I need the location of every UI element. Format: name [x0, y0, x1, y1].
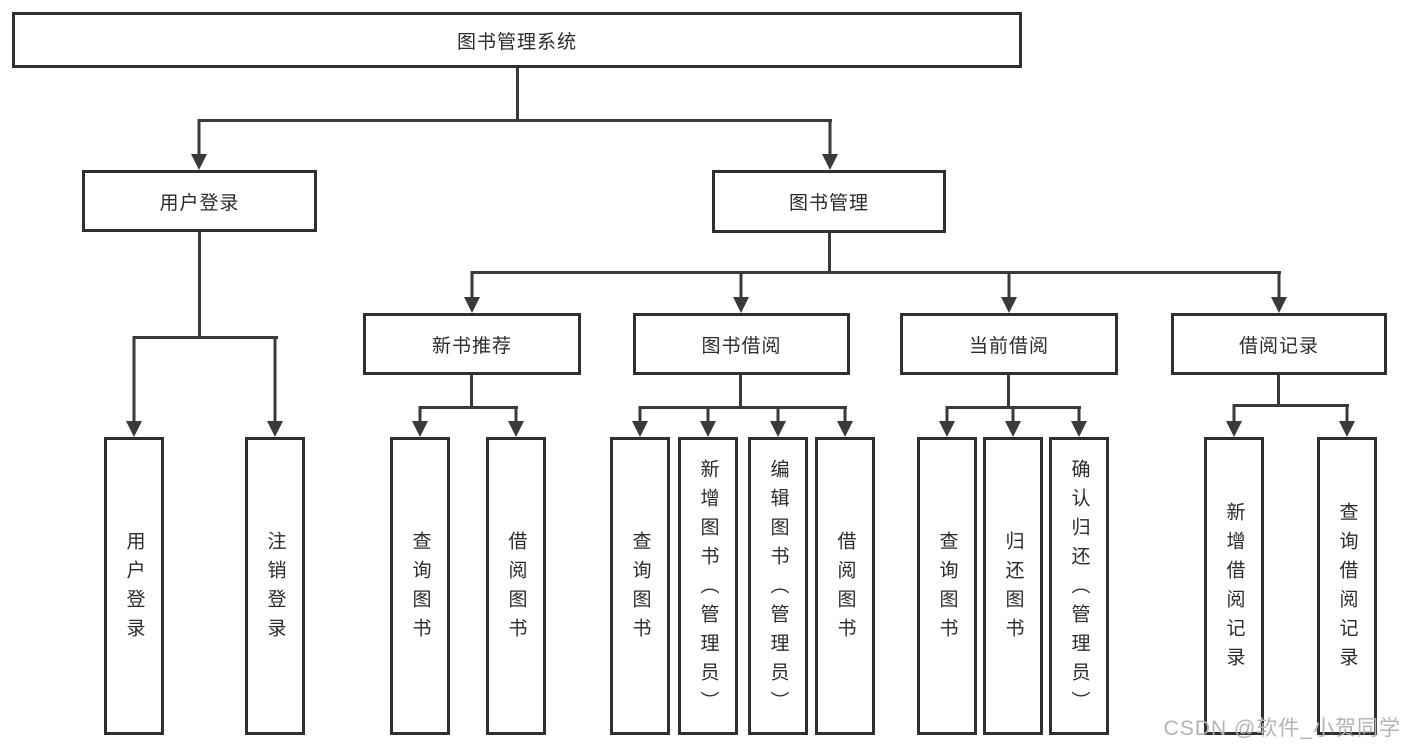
leaf-logout: 注销登录: [245, 437, 305, 735]
connector-arrow-down: [939, 406, 955, 437]
node-borrow-records: 借阅记录: [1171, 313, 1387, 375]
node-book-borrow: 图书借阅: [633, 313, 850, 375]
leaf-query-borrow-record: 查询借阅记录: [1317, 437, 1377, 735]
connector-arrow-down: [1271, 271, 1287, 313]
connector-arrow-down: [464, 271, 480, 313]
leaf-add-book-admin: 新增图书（管理员）: [678, 437, 738, 735]
connector-arrow-down: [412, 406, 428, 437]
node-root: 图书管理系统: [12, 12, 1022, 68]
connector-hline: [198, 119, 832, 122]
connector-arrow-down: [1005, 406, 1021, 437]
connector-arrow-down: [733, 271, 749, 313]
leaf-user-login: 用户登录: [104, 437, 164, 735]
connector-arrow-down: [1071, 406, 1087, 437]
connector-arrow-down: [508, 406, 524, 437]
leaf-borrow-books: 借阅图书: [815, 437, 875, 735]
connector-arrow-down: [700, 406, 716, 437]
connector-arrow-down: [632, 406, 648, 437]
connector-hline: [1233, 404, 1349, 407]
connector-vline: [828, 233, 831, 274]
node-new-book-recommend: 新书推荐: [363, 313, 581, 375]
leaf-edit-book-admin: 编辑图书（管理员）: [748, 437, 808, 735]
connector-vline: [1007, 375, 1010, 409]
connector-vline: [198, 232, 201, 339]
node-user-login: 用户登录: [82, 170, 317, 232]
connector-hline: [419, 406, 518, 409]
leaf-query-books-borrow: 查询图书: [610, 437, 670, 735]
connector-hline: [471, 271, 1281, 274]
leaf-confirm-return-admin: 确认归还（管理员）: [1049, 437, 1109, 735]
csdn-watermark: CSDN @软件_小贺同学: [1163, 717, 1401, 740]
connector-vline: [516, 68, 519, 122]
connector-arrow-down: [1001, 271, 1017, 313]
leaf-return-books: 归还图书: [983, 437, 1043, 735]
leaf-add-borrow-record: 新增借阅记录: [1204, 437, 1264, 735]
connector-arrow-down: [1339, 404, 1355, 437]
connector-hline: [133, 336, 278, 339]
connector-arrow-down: [770, 406, 786, 437]
connector-arrow-down: [267, 336, 283, 437]
connector-arrow-down: [126, 336, 142, 437]
node-current-borrow: 当前借阅: [900, 313, 1118, 375]
connector-vline: [1277, 375, 1280, 407]
connector-vline: [470, 375, 473, 409]
leaf-query-books-recommend: 查询图书: [390, 437, 450, 735]
leaf-query-books-current: 查询图书: [917, 437, 977, 735]
connector-arrow-down: [1226, 404, 1242, 437]
connector-arrow-down: [837, 406, 853, 437]
connector-arrow-down: [191, 119, 207, 170]
connector-arrow-down: [822, 119, 838, 170]
node-book-management: 图书管理: [712, 170, 946, 233]
leaf-borrow-books-recommend: 借阅图书: [486, 437, 546, 735]
connector-hline: [639, 406, 847, 409]
connector-vline: [739, 375, 742, 409]
